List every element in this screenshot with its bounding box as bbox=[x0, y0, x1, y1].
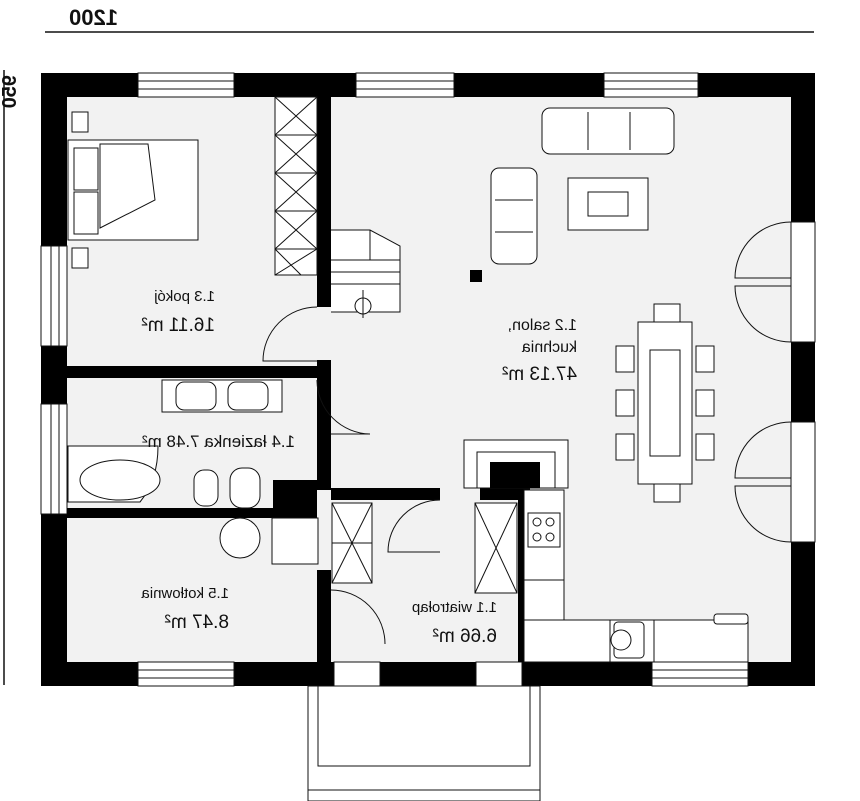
room-1-3-name: 1.3 pokój bbox=[154, 288, 215, 305]
room-1-2-name-line2: kuchnia bbox=[522, 339, 577, 356]
room-1-3-area: 16.11 m² bbox=[141, 315, 215, 336]
room-1-5-name: 1.5 kotłownia bbox=[141, 585, 229, 602]
height-dimension-label: 950 bbox=[0, 75, 21, 108]
room-1-2-name: 1.2 salon, bbox=[508, 317, 577, 334]
room-1-1-area: 6.66 m² bbox=[433, 626, 497, 647]
wall-right bbox=[41, 73, 67, 686]
room-1-4-label: 1.4 łazienka 7.48 m² bbox=[142, 432, 295, 451]
room-1-5-area: 8.47 m² bbox=[165, 612, 229, 633]
width-dimension-label: 1200 bbox=[69, 5, 118, 30]
room-1-2-area: 47.13 m² bbox=[502, 364, 577, 385]
wall-left bbox=[791, 73, 815, 686]
room-1-1-name: 1.1 wiatrołap bbox=[412, 599, 497, 616]
